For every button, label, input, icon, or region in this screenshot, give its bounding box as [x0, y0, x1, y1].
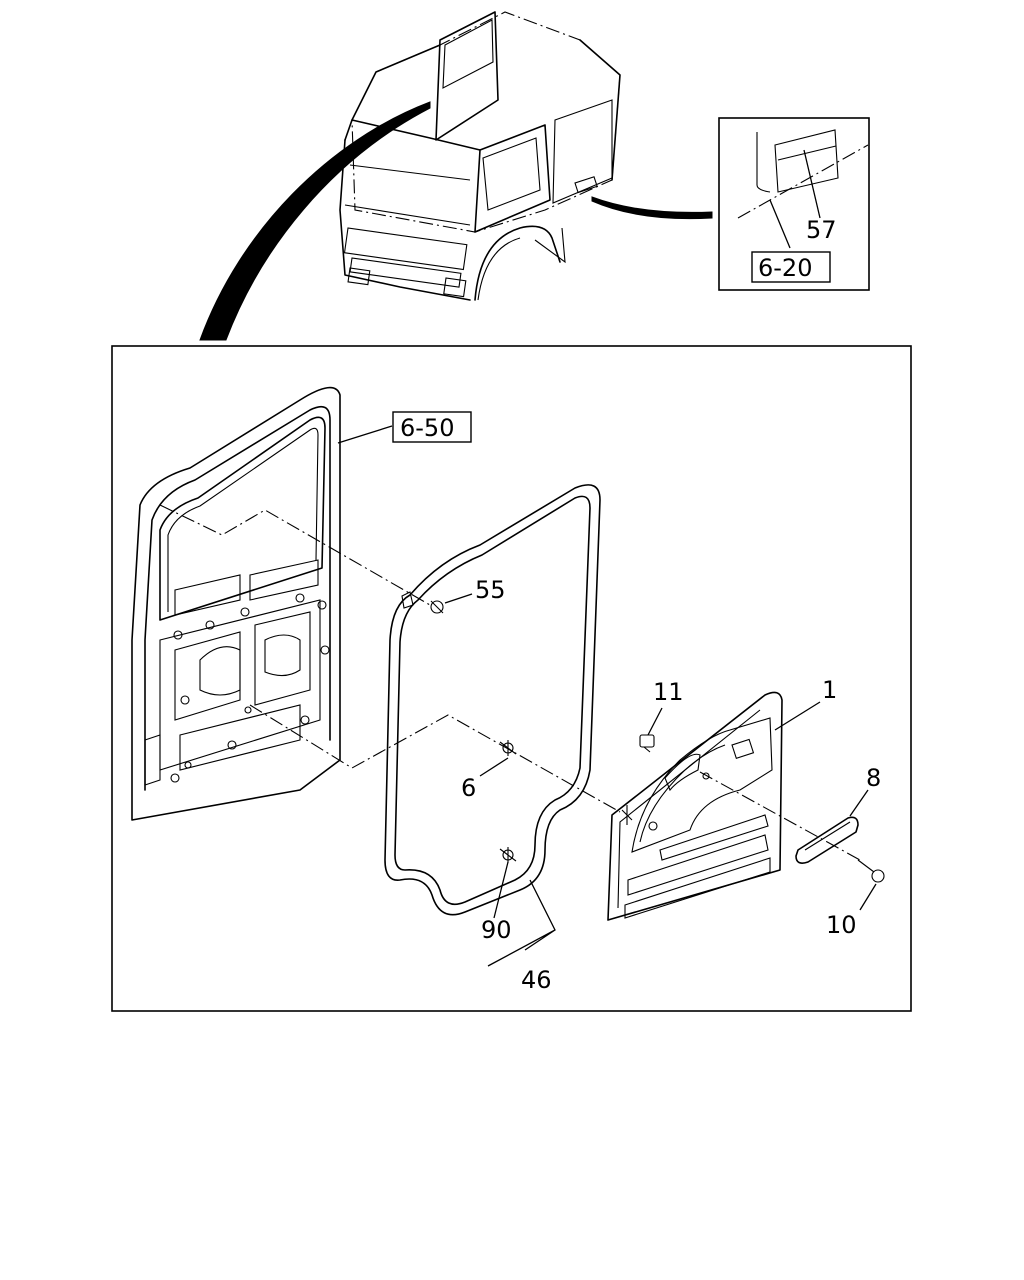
leader-90	[493, 861, 509, 919]
alignment-line-lower	[249, 704, 621, 813]
ref-box-6-50[interactable]	[392, 411, 472, 443]
callout-90: 90	[481, 916, 512, 944]
ref-6-20[interactable]: 6-20	[758, 254, 812, 282]
alignment-line-upper	[159, 504, 431, 606]
callout-57: 57	[806, 216, 837, 244]
truck-cab-illustration	[199, 11, 713, 341]
door-inner-panel	[131, 386, 341, 821]
ref-box-6-20[interactable]	[751, 251, 831, 283]
callout-6: 6	[461, 774, 476, 802]
leader-46	[487, 879, 556, 967]
ref-6-50[interactable]: 6-50	[400, 414, 454, 442]
clip-55	[430, 600, 444, 614]
door-trim-panel	[607, 691, 783, 921]
screw-10	[857, 859, 885, 883]
clip-90	[499, 847, 517, 863]
screw-6	[499, 740, 517, 756]
leader-8	[849, 789, 869, 817]
main-detail-frame	[111, 345, 912, 1012]
callout-46: 46	[521, 966, 552, 994]
leader-55	[444, 593, 473, 604]
callout-10: 10	[826, 911, 857, 939]
pull-handle-8	[795, 816, 859, 864]
callout-8: 8	[866, 764, 881, 792]
door-weatherstrip	[384, 484, 601, 916]
clip-11	[639, 734, 655, 753]
callout-11: 11	[653, 678, 684, 706]
callout-55: 55	[475, 576, 506, 604]
callout-1: 1	[822, 676, 837, 704]
leader-6	[479, 757, 509, 777]
leader-11	[647, 707, 663, 736]
leader-1	[774, 701, 821, 731]
leader-10	[859, 883, 877, 911]
leader-6-50	[337, 425, 393, 444]
